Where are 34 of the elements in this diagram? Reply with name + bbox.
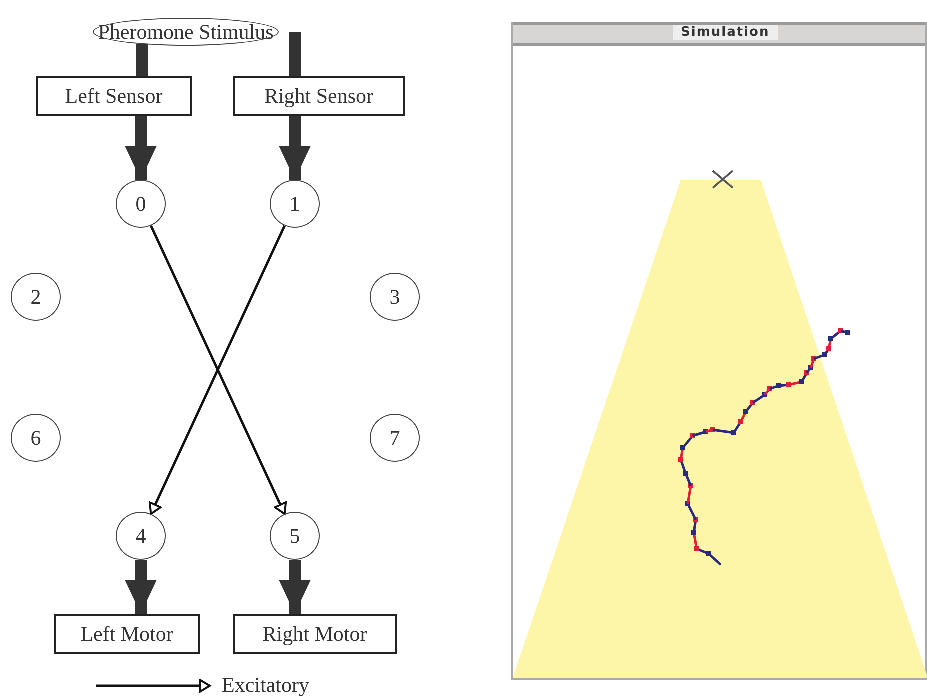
arrow (279, 560, 311, 614)
node-label: 6 (30, 426, 42, 450)
node-label: 4 (136, 524, 146, 548)
ellipse-node (370, 414, 420, 462)
node-label: 1 (290, 192, 300, 216)
ellipse-node (270, 180, 320, 228)
node-label: Left Sensor (65, 84, 163, 108)
process-box (36, 76, 192, 116)
process-box (233, 614, 397, 654)
arrow (125, 560, 157, 614)
arrow (279, 116, 311, 180)
ellipse-node (11, 414, 61, 462)
arrow (125, 116, 157, 180)
node-label: Pheromone Stimulus (98, 20, 274, 44)
node-label: 5 (290, 524, 300, 548)
node-label: 2 (30, 284, 42, 310)
connector-line (136, 44, 148, 76)
ellipse-node (11, 273, 61, 321)
connector-line (289, 32, 301, 76)
ellipse-node (270, 512, 320, 560)
node-label: Right Motor (262, 622, 368, 646)
node-label: 7 (390, 426, 400, 450)
process-box (233, 76, 405, 116)
ellipse-node (116, 512, 166, 560)
node-label: 3 (390, 284, 400, 310)
window-title: Simulation (673, 25, 778, 40)
node-label: Right Sensor (264, 84, 374, 108)
ellipse-node (370, 273, 420, 321)
ellipse-node (93, 18, 279, 46)
legend-label: Excitatory (222, 673, 310, 697)
node-label: 0 (136, 192, 146, 216)
node-label: Left Motor (80, 622, 174, 646)
process-box (54, 614, 200, 654)
ellipse-node (116, 180, 166, 228)
